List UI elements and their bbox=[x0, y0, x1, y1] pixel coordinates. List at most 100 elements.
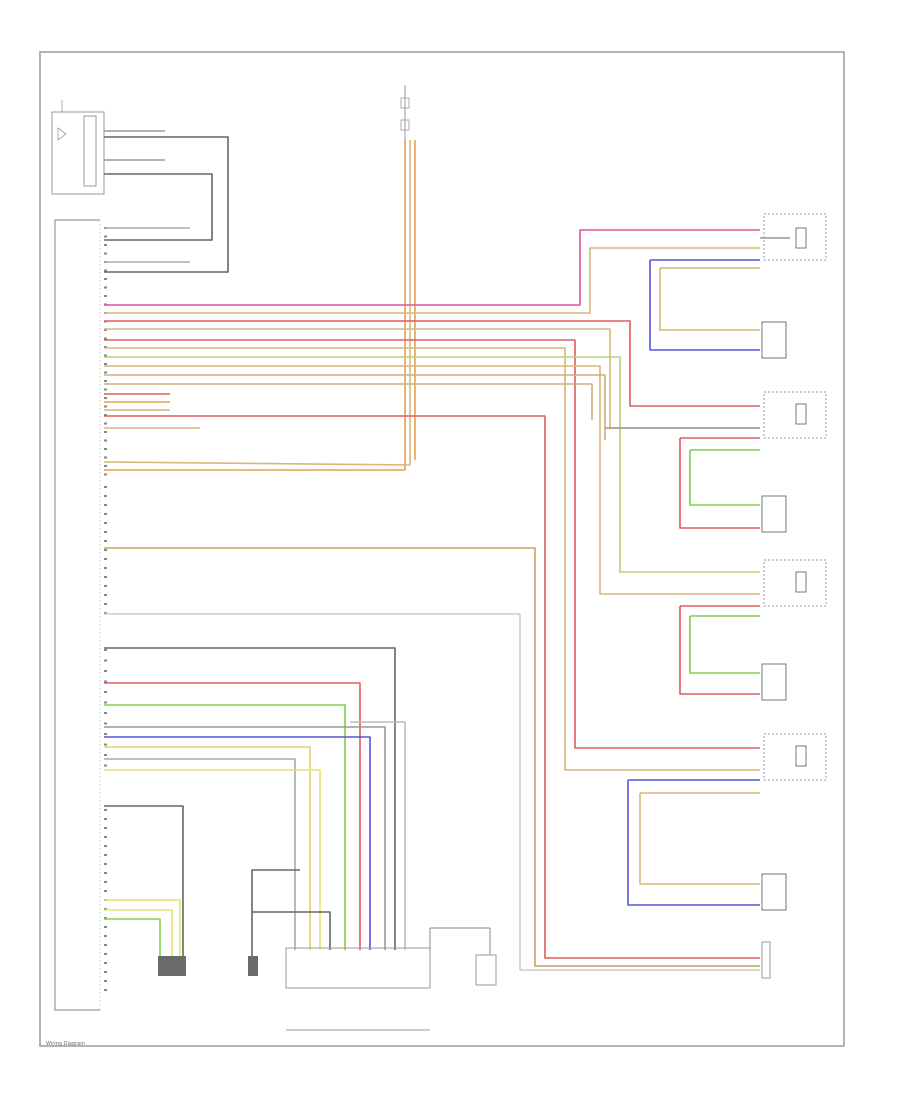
wire-green-1 bbox=[104, 356, 760, 573]
module-pin bbox=[104, 649, 107, 651]
connector-left bbox=[158, 956, 186, 976]
wire-power-1 bbox=[104, 140, 406, 471]
wire-tan-1 bbox=[104, 247, 760, 314]
module-pin bbox=[104, 354, 107, 357]
top-left-component bbox=[51, 100, 105, 195]
module-pin bbox=[104, 576, 107, 578]
wire-blue-4 bbox=[627, 780, 760, 906]
wire-gray-6 bbox=[104, 726, 386, 950]
module-pin bbox=[104, 764, 107, 767]
wire-yellow-3 bbox=[104, 909, 173, 958]
module-pin bbox=[104, 295, 107, 297]
module-pin bbox=[104, 244, 107, 246]
wire-green-4 bbox=[689, 450, 760, 506]
module-pin bbox=[104, 504, 107, 506]
module-pin bbox=[104, 465, 107, 467]
module-pin bbox=[104, 722, 107, 725]
module-pin bbox=[104, 754, 107, 756]
relay-top bbox=[763, 213, 827, 261]
wire-ground-1 bbox=[251, 869, 300, 958]
module-pin bbox=[104, 733, 107, 735]
module-pin bbox=[104, 953, 107, 955]
wire-green-2 bbox=[104, 704, 346, 950]
wire-blue-3 bbox=[649, 260, 760, 351]
module-pin bbox=[104, 486, 107, 488]
page-title: Wiring Diagram bbox=[46, 1041, 85, 1047]
wire-green-6 bbox=[689, 616, 760, 674]
module-pin bbox=[104, 549, 107, 551]
amplifier-connector bbox=[761, 941, 771, 979]
wire-tan-12 bbox=[639, 793, 760, 885]
speaker-left-front bbox=[761, 663, 787, 701]
wire-brown bbox=[104, 547, 760, 967]
module-pin bbox=[104, 935, 107, 937]
module-pin bbox=[104, 439, 107, 442]
connector-main bbox=[285, 947, 431, 989]
module-pin bbox=[104, 881, 107, 883]
wire-yellow-1 bbox=[104, 769, 321, 950]
wire-red-4 bbox=[104, 415, 760, 959]
wire-tan-4 bbox=[104, 365, 760, 595]
wire-gray-5 bbox=[104, 613, 760, 971]
connector-switch bbox=[475, 954, 497, 986]
module-pin bbox=[104, 827, 107, 829]
wire-red-8 bbox=[679, 606, 760, 695]
module-pin bbox=[104, 456, 107, 459]
module-pin bbox=[104, 612, 107, 614]
module-pin bbox=[104, 872, 107, 874]
wire-red-5 bbox=[104, 682, 361, 950]
wire-black-1 bbox=[104, 136, 229, 273]
module-pin bbox=[104, 908, 107, 910]
wire-pink bbox=[104, 229, 760, 306]
module-pin bbox=[104, 278, 107, 280]
wire-red-1 bbox=[104, 320, 760, 407]
module-pin bbox=[104, 540, 107, 542]
speaker-left-rear bbox=[761, 873, 787, 911]
wire-yellow-2 bbox=[104, 899, 181, 958]
connector-ground bbox=[248, 956, 258, 976]
module-pin bbox=[104, 329, 107, 331]
module-pin bbox=[104, 414, 107, 416]
wire-harness bbox=[103, 130, 790, 971]
wire-blue-1 bbox=[104, 736, 371, 950]
module-pin bbox=[104, 531, 107, 533]
wire-red-6 bbox=[679, 438, 760, 529]
wire-ground-2 bbox=[252, 911, 331, 950]
bottom-connectors bbox=[158, 927, 497, 989]
wire-black-2 bbox=[104, 173, 213, 241]
relay-3 bbox=[763, 559, 827, 607]
wire-tan-5 bbox=[104, 374, 606, 440]
module-pin bbox=[104, 854, 107, 856]
module-pin bbox=[104, 405, 107, 408]
module-pin bbox=[104, 680, 107, 683]
module-pin bbox=[104, 513, 107, 515]
module-pin bbox=[104, 235, 107, 238]
module-pin bbox=[104, 863, 107, 865]
speaker-right-rear bbox=[761, 321, 787, 359]
relay-4 bbox=[763, 733, 827, 781]
module-pin bbox=[104, 845, 107, 847]
module-pin bbox=[104, 380, 107, 382]
module-pin bbox=[104, 363, 107, 365]
wire-tan-3 bbox=[104, 347, 760, 771]
module-pin bbox=[104, 926, 107, 928]
wire-power-2 bbox=[103, 140, 411, 466]
wire-black-4 bbox=[104, 805, 184, 958]
module-pin bbox=[104, 712, 107, 714]
module-pin bbox=[104, 252, 107, 255]
module-pin bbox=[104, 388, 107, 391]
module-pin bbox=[104, 743, 107, 746]
module-pin bbox=[104, 836, 107, 838]
relay-2 bbox=[763, 391, 827, 439]
fuse-block bbox=[400, 85, 410, 140]
module-pin bbox=[104, 659, 107, 662]
module-pin bbox=[104, 431, 107, 433]
module-pin bbox=[104, 962, 107, 964]
module-pin bbox=[104, 422, 107, 425]
wire-gray-7 bbox=[104, 758, 296, 950]
right-components bbox=[761, 213, 827, 979]
wire-tan-6 bbox=[104, 383, 593, 420]
wire-black-3 bbox=[104, 647, 396, 950]
module-pin bbox=[104, 670, 107, 672]
module-pin bbox=[104, 397, 107, 399]
